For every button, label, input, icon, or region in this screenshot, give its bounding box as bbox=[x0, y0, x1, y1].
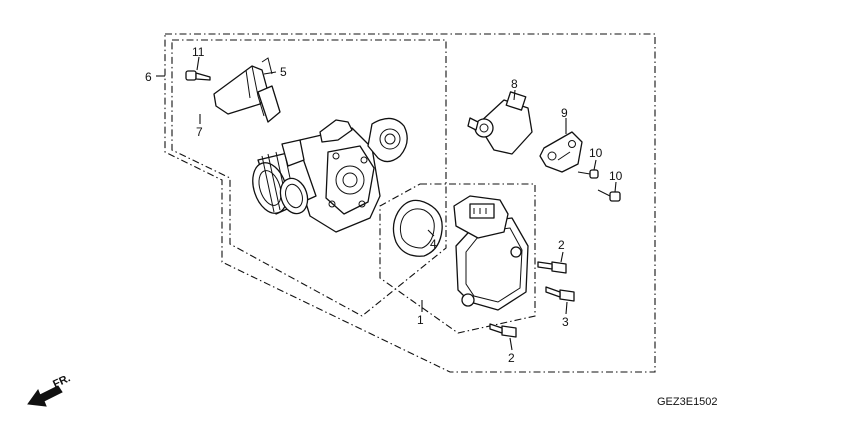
throttle-body bbox=[252, 117, 408, 233]
callout-7: 7 bbox=[196, 125, 203, 139]
screw-2-upper bbox=[537, 261, 567, 274]
screw-11 bbox=[185, 70, 211, 81]
callout-10-upper: 10 bbox=[589, 146, 603, 160]
screw-10-upper bbox=[577, 169, 599, 179]
callout-5: 5 bbox=[280, 65, 287, 79]
assembly-outline-6 bbox=[164, 33, 656, 373]
leader-lines bbox=[156, 56, 617, 351]
callout-9: 9 bbox=[561, 106, 568, 120]
callout-1: 1 bbox=[417, 313, 424, 327]
callout-8: 8 bbox=[511, 77, 518, 91]
callout-4: 4 bbox=[430, 237, 437, 251]
front-direction-arrow-icon bbox=[27, 385, 63, 407]
callout-2-upper: 2 bbox=[558, 238, 565, 252]
assembly-outline-1 bbox=[379, 183, 536, 334]
callout-11: 11 bbox=[192, 45, 205, 59]
screw-3 bbox=[545, 286, 575, 302]
callout-2-lower: 2 bbox=[508, 351, 515, 365]
bracket-9 bbox=[539, 131, 583, 173]
throttle-lever-cover bbox=[213, 57, 281, 123]
assembly-outline-7 bbox=[171, 39, 447, 317]
gasket-4 bbox=[392, 199, 443, 257]
front-direction-label: FR. bbox=[51, 372, 72, 390]
screw-10-lower bbox=[597, 189, 621, 202]
sensor-8 bbox=[467, 91, 533, 155]
screw-2-lower bbox=[489, 323, 517, 338]
callout-6: 6 bbox=[145, 70, 152, 84]
diagram-code: GEZ3E1502 bbox=[657, 396, 718, 408]
callout-3: 3 bbox=[562, 315, 569, 329]
throttle-position-sensor bbox=[453, 195, 529, 311]
callout-10-lower: 10 bbox=[609, 169, 623, 183]
